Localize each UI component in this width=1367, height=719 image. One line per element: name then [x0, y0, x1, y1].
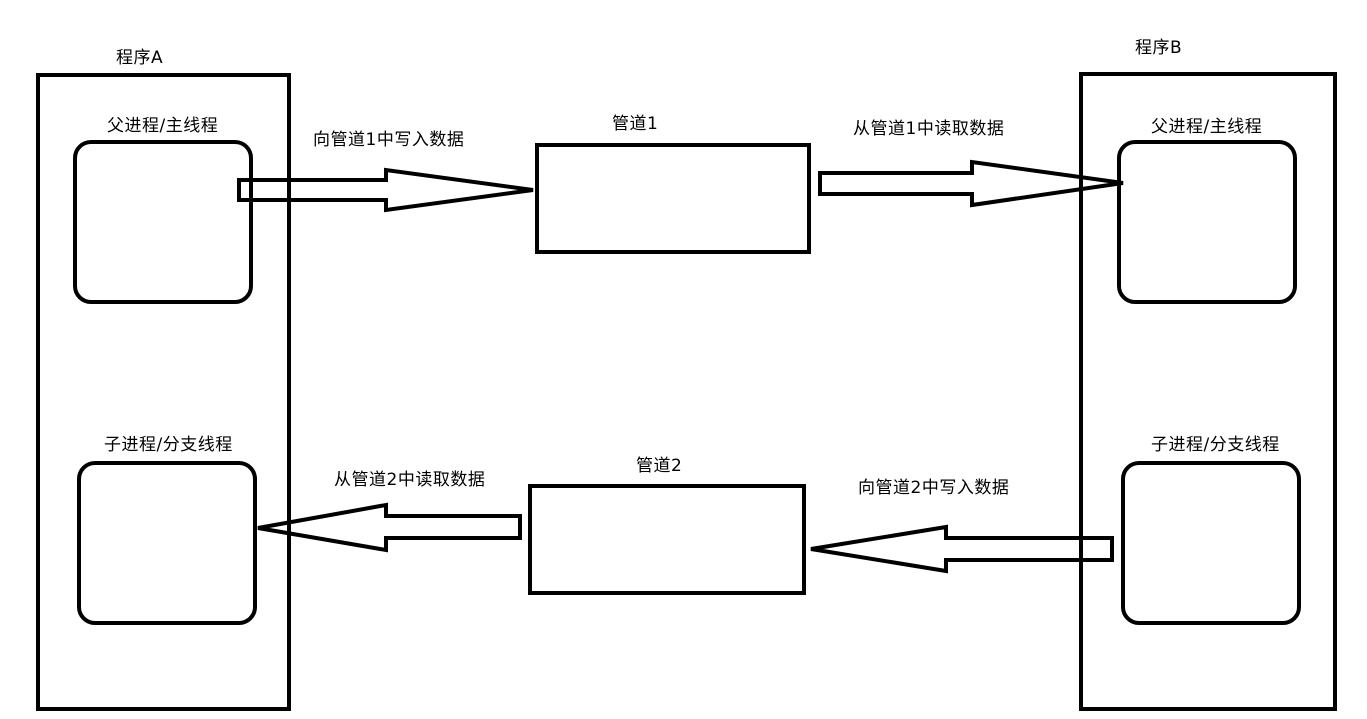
- pipe1-read-label: 从管道1中读取数据: [853, 119, 1005, 139]
- arrow-a-write-pipe1: [237, 167, 534, 213]
- pipe2-write-label: 向管道2中写入数据: [858, 478, 1010, 498]
- program-a-child-label: 子进程/分支线程: [104, 435, 233, 455]
- program-b-parent-process: [1117, 140, 1297, 304]
- program-a-parent-process: [73, 140, 253, 304]
- program-b-title: 程序B: [1135, 38, 1183, 58]
- program-a-title: 程序A: [116, 48, 164, 68]
- program-a-parent-label: 父进程/主线程: [107, 116, 219, 136]
- pipe2-box: [528, 484, 806, 595]
- pipe1-write-label: 向管道1中写入数据: [313, 130, 465, 150]
- arrow-b-write-pipe2: [810, 524, 1114, 574]
- program-a-container: [36, 73, 291, 711]
- program-b-child-process: [1121, 461, 1301, 625]
- pipe2-label: 管道2: [636, 456, 683, 476]
- program-b-child-label: 子进程/分支线程: [1151, 435, 1280, 455]
- program-b-container: [1079, 72, 1337, 711]
- program-b-parent-label: 父进程/主线程: [1151, 117, 1263, 137]
- arrow-b-read-pipe1: [818, 159, 1124, 208]
- pipe1-box: [535, 143, 811, 254]
- pipe1-label: 管道1: [612, 114, 659, 134]
- arrow-a-read-pipe2: [257, 502, 522, 553]
- program-a-child-process: [77, 461, 257, 625]
- pipe2-read-label: 从管道2中读取数据: [334, 470, 486, 490]
